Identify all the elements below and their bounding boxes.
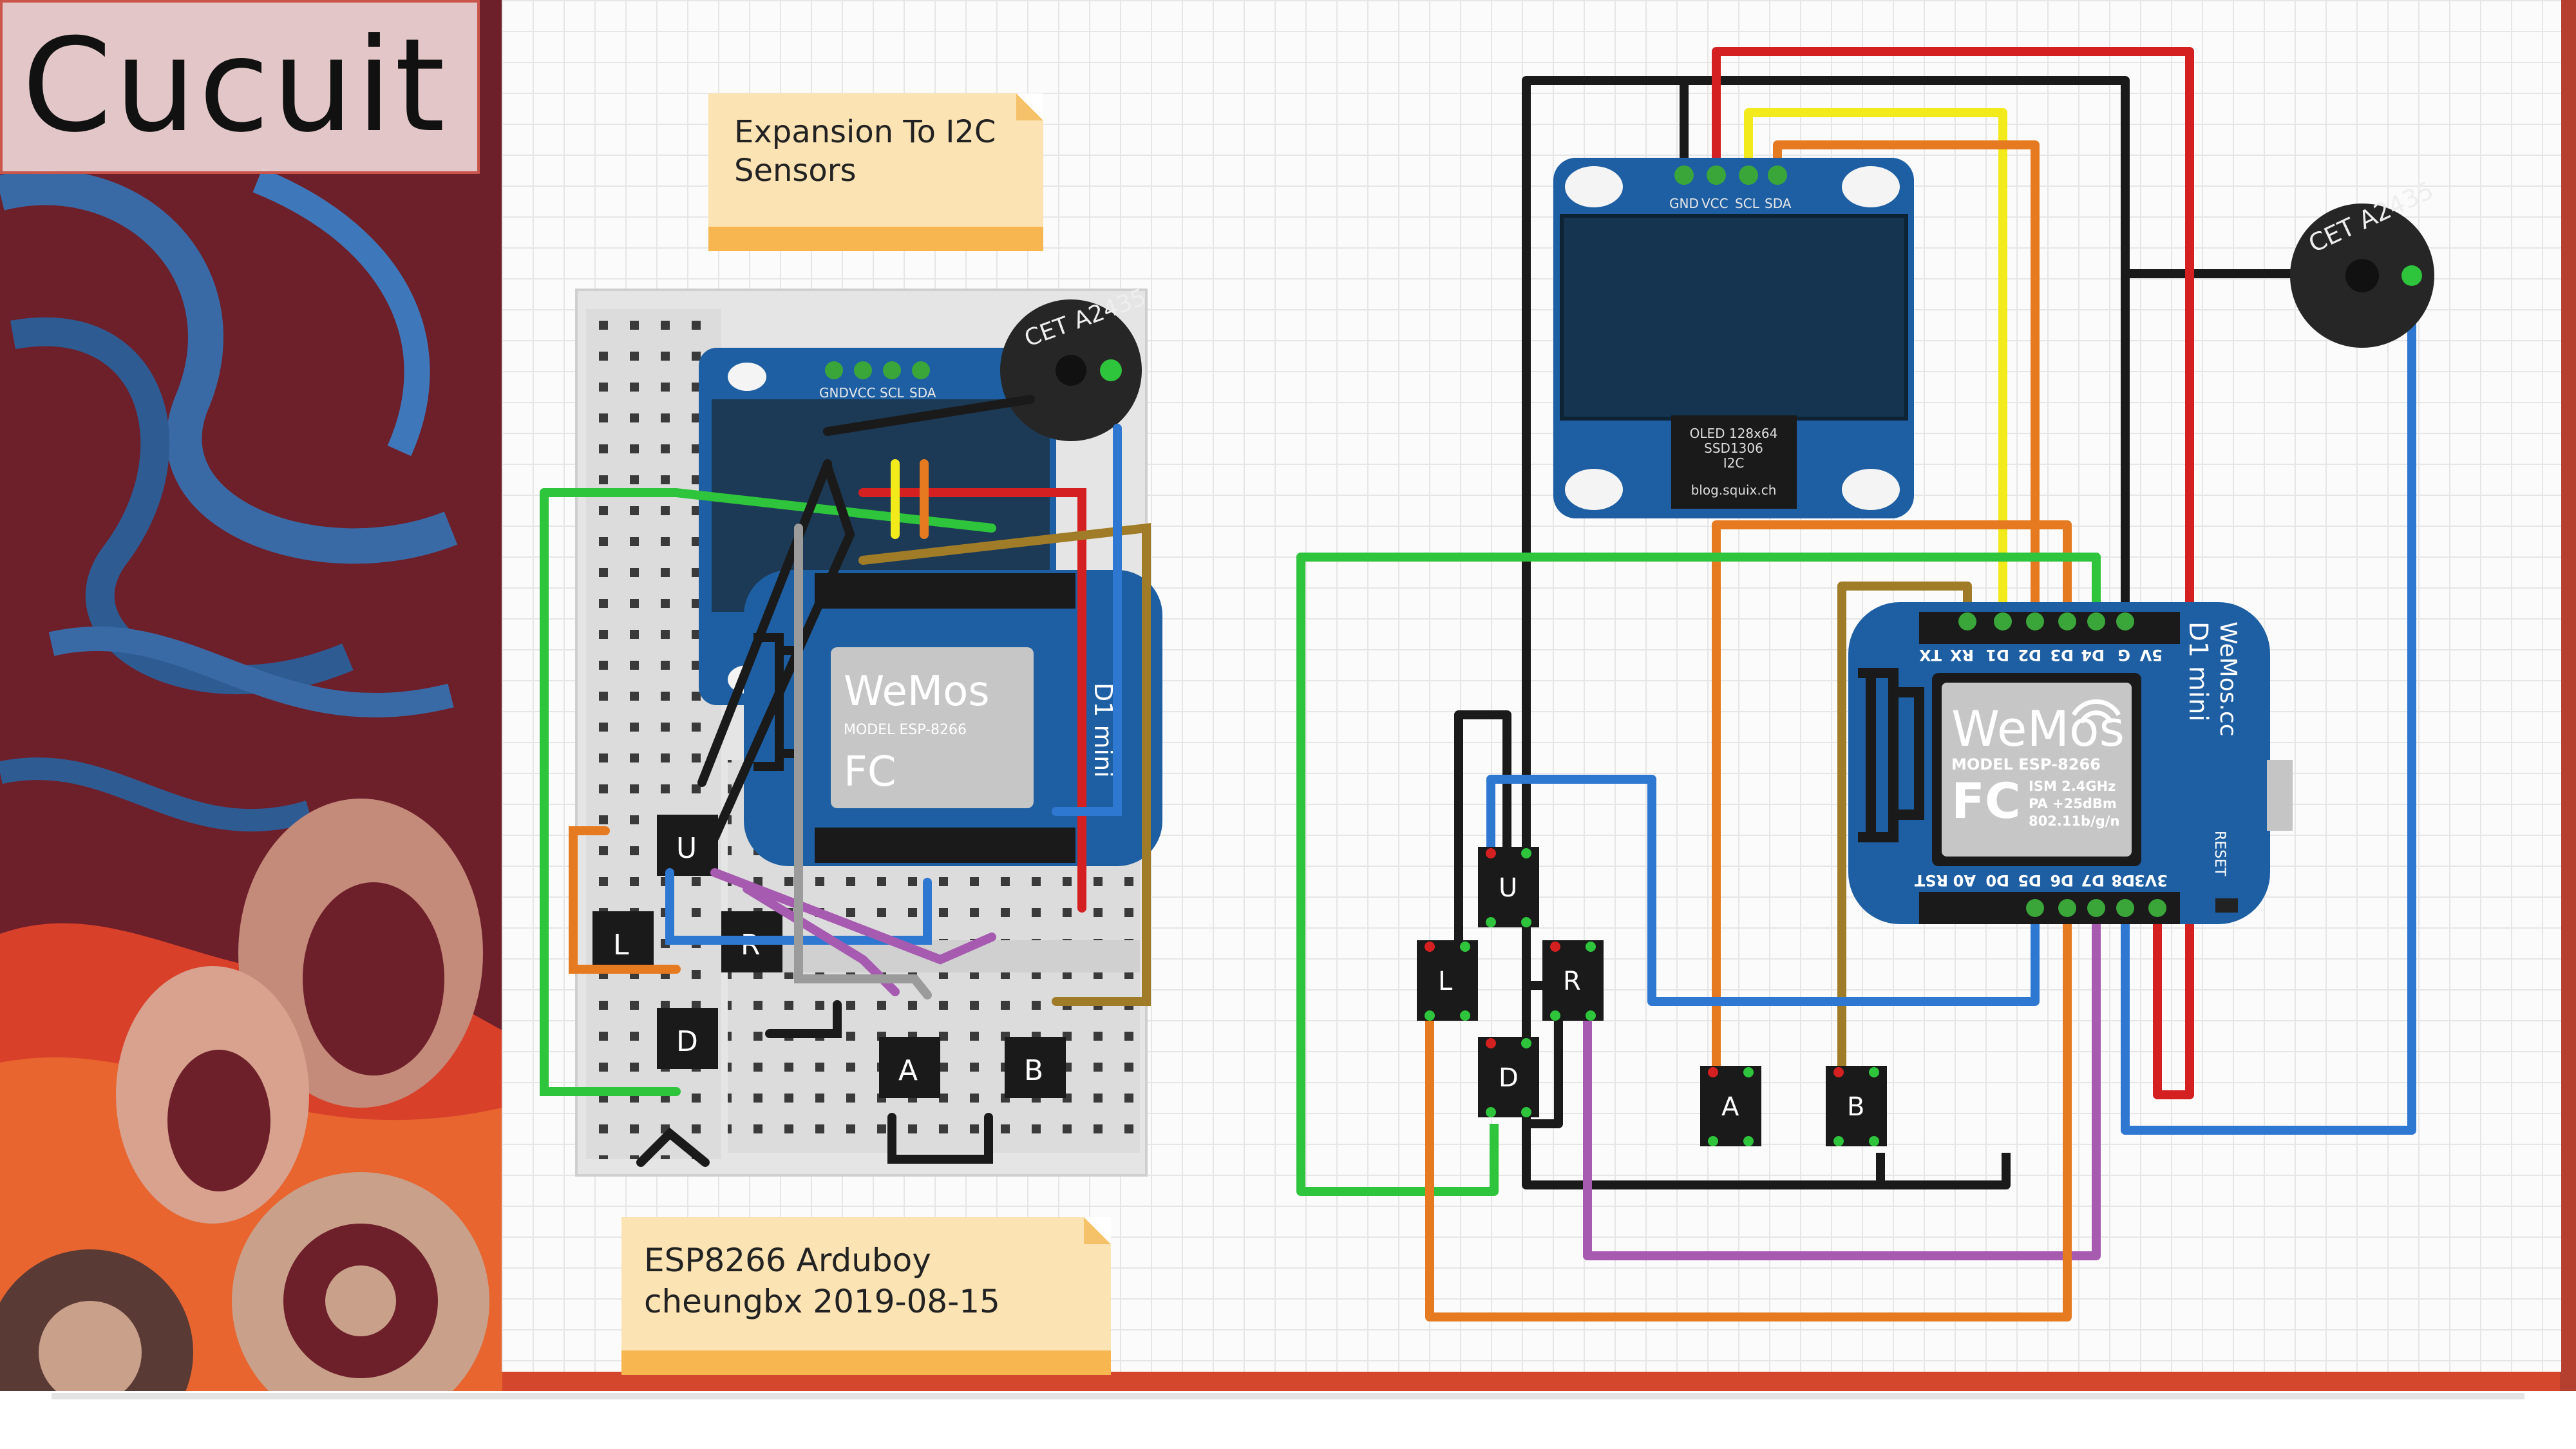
- button-label: U: [676, 832, 697, 865]
- wemos-pin-d3: D3: [2050, 646, 2074, 664]
- oled-small-pin: SDA: [909, 385, 936, 401]
- esp-logo: WeMos: [1951, 700, 2125, 757]
- wemos-small-fcc: FC: [844, 748, 896, 796]
- button-d: D: [1478, 1037, 1539, 1117]
- button-label: D: [676, 1025, 698, 1058]
- esp-spec: 802.11b/g/n: [2029, 813, 2119, 829]
- button-label: D: [1499, 1063, 1519, 1093]
- wemos-board-small: WeMos MODEL ESP-8266 FC D1 mini: [744, 570, 1162, 866]
- title-box: Cucuit: [0, 0, 480, 174]
- wemos-small-logo: WeMos: [844, 668, 990, 715]
- oled-small-pin: GND: [819, 385, 849, 401]
- wemos-pin-d5: D5: [2018, 871, 2041, 889]
- breadboard-view: GND VCC SCL SDA CET A2435 WeMos MODEL ES…: [540, 284, 1162, 1177]
- oled-label-line: OLED 128x64: [1690, 426, 1778, 441]
- button-r: R: [1542, 940, 1604, 1021]
- wemos-pin-3v3: 3V3: [2134, 871, 2168, 889]
- button-a-small: A: [879, 1037, 940, 1098]
- button-a: A: [1700, 1066, 1761, 1146]
- wemos-pin-d4: D4: [2081, 646, 2105, 664]
- button-label: R: [1563, 967, 1581, 996]
- buzzer: CET A2435: [2290, 176, 2438, 348]
- button-label: A: [898, 1054, 918, 1087]
- wemos-pin-rst: RST: [1914, 871, 1948, 889]
- wemos-pin-rx: RX: [1950, 646, 1974, 664]
- button-u-small: U: [657, 815, 718, 876]
- oled-pin-gnd: GND: [1669, 196, 1699, 211]
- wemos-pin-d2: D2: [2018, 646, 2041, 664]
- button-d-small: D: [657, 1008, 718, 1069]
- schematic-view: GND VCC SCL SDA OLED 128x64 SSD1306 I2C …: [1296, 47, 2438, 1321]
- note-band: [708, 227, 1043, 251]
- button-l: L: [1417, 940, 1478, 1021]
- oled-label-line: SSD1306: [1704, 440, 1763, 456]
- button-label: B: [1847, 1092, 1864, 1122]
- button-u: U: [1478, 847, 1539, 927]
- oled-credit: blog.squix.ch: [1691, 482, 1777, 498]
- reset-label: RESET: [2211, 831, 2228, 876]
- oled-module: GND VCC SCL SDA OLED 128x64 SSD1306 I2C …: [1553, 158, 1914, 518]
- esp-spec: PA +25dBm: [2029, 796, 2117, 811]
- note-caption-text: ESP8266 Arduboy cheungbx 2019-08-15: [644, 1242, 1000, 1320]
- wemos-small-name: D1 mini: [1089, 683, 1117, 778]
- oled-pin-sda: SDA: [1765, 196, 1792, 211]
- wemos-small-model: MODEL ESP-8266: [844, 722, 967, 738]
- wemos-d1-mini: TX RX D1 D2 D3 D4 G 5V RST A0 D0 D5 D6 D…: [1848, 602, 2293, 924]
- wemos-pin-d7: D7: [2081, 871, 2105, 889]
- button-label: L: [613, 929, 629, 961]
- button-label: R: [741, 929, 761, 961]
- oled-pin-vcc: VCC: [1701, 196, 1728, 211]
- oled-pin-scl: SCL: [1735, 196, 1760, 211]
- button-label: B: [1024, 1054, 1043, 1087]
- oled-small-pin: SCL: [880, 385, 905, 401]
- oled-label-line: I2C: [1723, 455, 1745, 471]
- note-caption: ESP8266 Arduboy cheungbx 2019-08-15: [621, 1217, 1111, 1375]
- breadboard-wires: [540, 395, 1151, 1167]
- esp-spec: ISM 2.4GHz: [2029, 779, 2116, 794]
- slide-title: Cucuit: [22, 11, 448, 161]
- wemos-pin-tx: TX: [1919, 646, 1942, 664]
- button-b-small: B: [1005, 1037, 1066, 1098]
- wemos-pin-d6: D6: [2050, 871, 2074, 889]
- board-name: D1 mini: [2183, 621, 2213, 722]
- button-label: U: [1499, 873, 1517, 903]
- wemos-pin-g: G: [2117, 646, 2130, 664]
- button-l-small: L: [592, 911, 654, 972]
- wemos-pin-a0: A0: [1953, 871, 1976, 889]
- bottom-divider: [52, 1393, 2524, 1399]
- fcc-logo: FC: [1951, 772, 2021, 829]
- wemos-pin-d8: D8: [2111, 871, 2135, 889]
- note-expansion: Expansion To I2C Sensors: [708, 93, 1043, 251]
- wemos-pin-d1: D1: [1985, 646, 2009, 664]
- note-band: [621, 1350, 1111, 1375]
- note-fold: [1084, 1217, 1111, 1244]
- note-fold: [1016, 93, 1043, 120]
- note-expansion-text: Expansion To I2C Sensors: [734, 114, 996, 189]
- wemos-pin-d0: D0: [1985, 871, 2009, 889]
- board-site: WeMos.cc: [2215, 621, 2241, 737]
- wemos-pin-5v: 5V: [2139, 646, 2163, 664]
- oled-small-pin: VCC: [849, 385, 876, 401]
- button-label: A: [1721, 1092, 1739, 1122]
- button-label: L: [1438, 967, 1453, 996]
- esp-model: MODEL ESP-8266: [1951, 755, 2101, 773]
- button-b: B: [1826, 1066, 1887, 1146]
